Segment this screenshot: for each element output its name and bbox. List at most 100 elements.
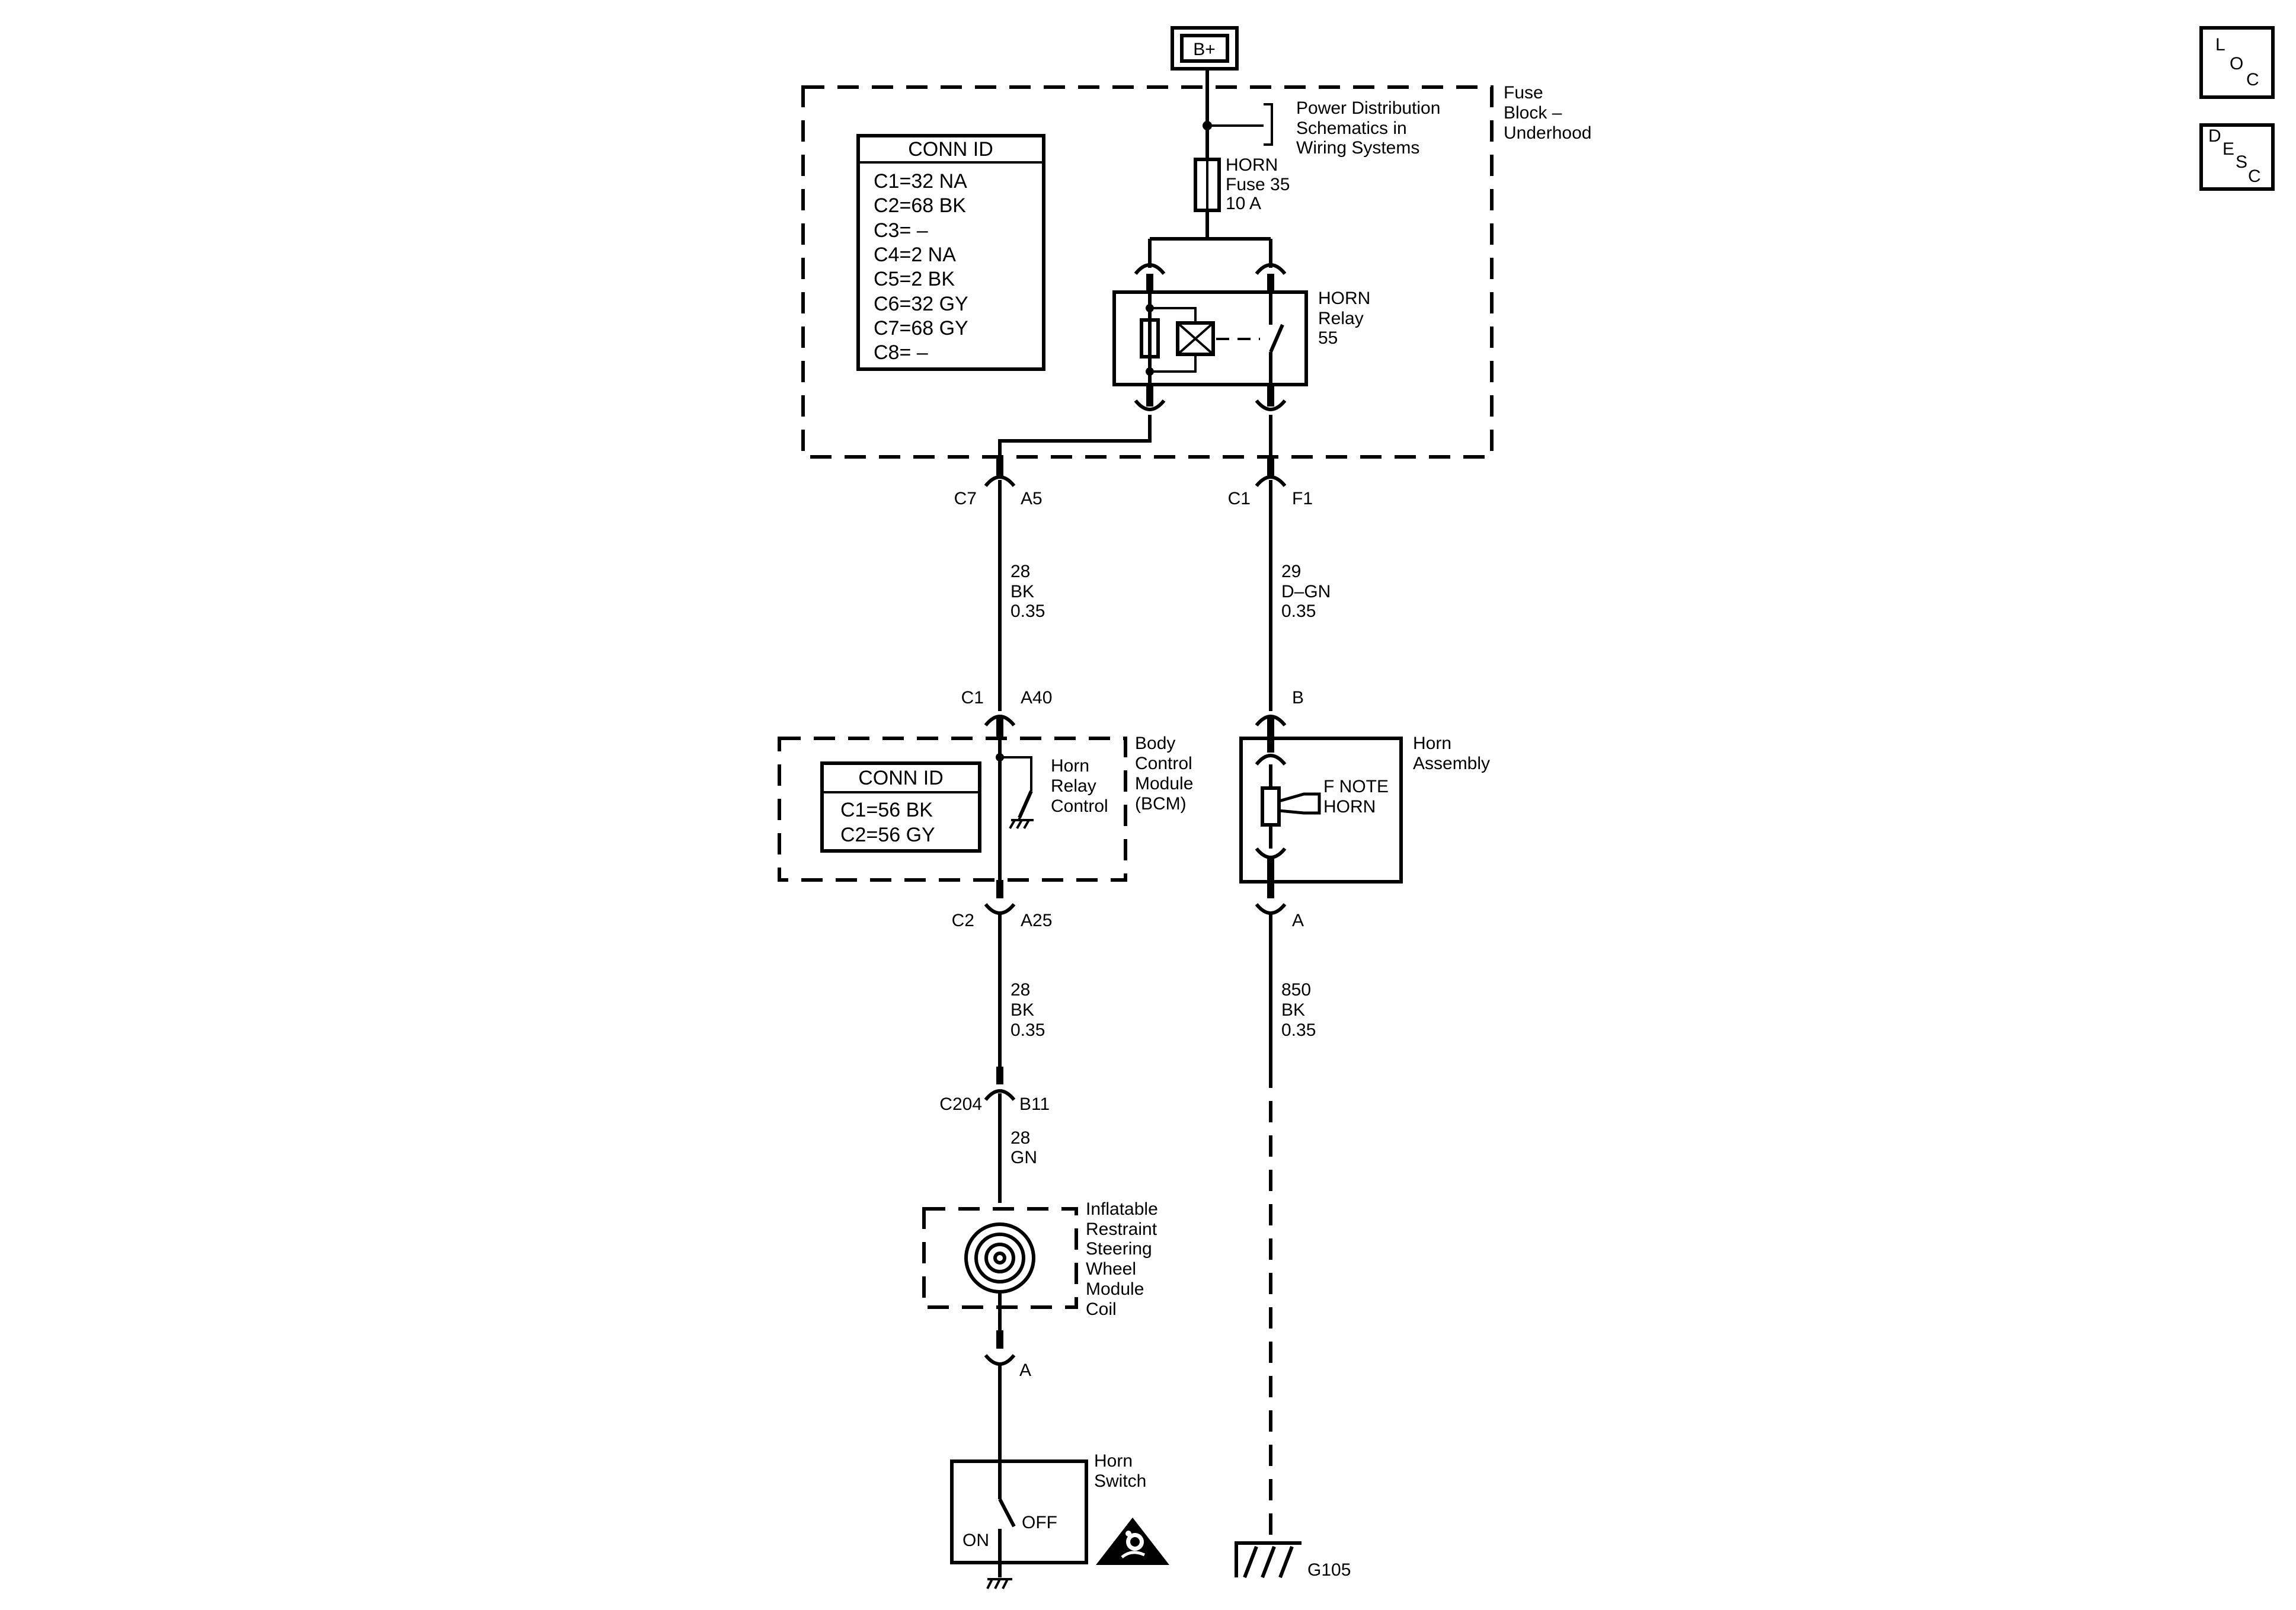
svg-text:HORN: HORN bbox=[1318, 289, 1370, 308]
horn-internal-hook bbox=[1255, 754, 1287, 766]
svg-text:C2: C2 bbox=[952, 911, 974, 930]
svg-text:0.35: 0.35 bbox=[1011, 601, 1045, 621]
svg-text:Relay: Relay bbox=[1051, 776, 1096, 796]
wire-label-28-gn: 28 GN bbox=[1011, 1128, 1037, 1167]
svg-text:C3= –: C3= – bbox=[874, 219, 928, 242]
svg-text:A5: A5 bbox=[1021, 489, 1043, 508]
connector-c1-a40 bbox=[984, 715, 1016, 726]
svg-text:Horn: Horn bbox=[1051, 756, 1089, 776]
svg-text:B: B bbox=[1292, 688, 1304, 708]
ground-label: G105 bbox=[1307, 1560, 1351, 1580]
battery-label: B+ bbox=[1193, 40, 1216, 59]
svg-text:Power Distribution: Power Distribution bbox=[1296, 98, 1440, 118]
relay-coil-output-wire bbox=[998, 415, 1152, 457]
relay-pin-hook bbox=[1134, 399, 1166, 411]
svg-text:C2=56 GY: C2=56 GY bbox=[840, 824, 935, 846]
svg-text:A: A bbox=[1019, 1361, 1031, 1380]
svg-text:L: L bbox=[2215, 35, 2225, 55]
svg-text:Fuse 35: Fuse 35 bbox=[1226, 175, 1290, 194]
relay-pin-hook bbox=[1255, 399, 1287, 411]
relay-switch-contact bbox=[1269, 324, 1284, 353]
svg-text:C1=56 BK: C1=56 BK bbox=[840, 799, 933, 821]
power-distribution-reference[interactable]: Power Distribution Schematics in Wiring … bbox=[1296, 98, 1440, 158]
svg-text:Restraint: Restraint bbox=[1086, 1219, 1157, 1239]
horn-relay-55 bbox=[1112, 290, 1308, 386]
svg-text:BK: BK bbox=[1011, 1000, 1034, 1020]
svg-text:Relay: Relay bbox=[1318, 309, 1364, 328]
svg-text:Switch: Switch bbox=[1094, 1471, 1146, 1491]
connector-c7-a5 bbox=[984, 475, 1016, 487]
svg-text:0.35: 0.35 bbox=[1281, 1020, 1316, 1040]
svg-text:28: 28 bbox=[1011, 1128, 1030, 1148]
horn-internal-hook bbox=[1255, 847, 1287, 859]
loc-button[interactable]: L O C bbox=[2199, 26, 2275, 99]
svg-text:C4=2 NA: C4=2 NA bbox=[874, 244, 956, 266]
fuse-block-boundary bbox=[801, 85, 1494, 459]
wire-label-850-bk: 850 BK 0.35 bbox=[1281, 980, 1316, 1040]
fuse-label: HORN Fuse 35 10 A bbox=[1226, 155, 1290, 213]
ground-g105 bbox=[1235, 1541, 1302, 1579]
svg-text:Block –: Block – bbox=[1504, 103, 1562, 123]
f-note-horn-label: F NOTE HORN bbox=[1323, 777, 1389, 817]
svg-text:29: 29 bbox=[1281, 562, 1301, 581]
svg-text:C: C bbox=[2248, 167, 2261, 186]
svg-text:Control: Control bbox=[1135, 754, 1192, 773]
connector-c2-a25 bbox=[984, 903, 1016, 915]
svg-text:ON: ON bbox=[962, 1531, 989, 1550]
svg-text:HORN: HORN bbox=[1226, 155, 1278, 175]
relay-coil-symbol bbox=[1176, 321, 1215, 356]
svg-text:Horn: Horn bbox=[1413, 734, 1451, 753]
svg-text:A25: A25 bbox=[1021, 911, 1052, 930]
svg-text:Wiring Systems: Wiring Systems bbox=[1296, 138, 1419, 158]
svg-text:A40: A40 bbox=[1021, 688, 1052, 708]
svg-text:E: E bbox=[2223, 139, 2234, 159]
svg-text:C: C bbox=[2246, 70, 2259, 89]
wire-label-28-bk-lower: 28 BK 0.35 bbox=[1011, 980, 1045, 1040]
relay-pin-hook bbox=[1134, 263, 1166, 275]
relay-label: HORN Relay 55 bbox=[1318, 289, 1370, 348]
svg-text:GN: GN bbox=[1011, 1148, 1037, 1167]
svg-text:Body: Body bbox=[1135, 734, 1175, 753]
horn-switch-contact bbox=[998, 1498, 1016, 1528]
connector-c204-b11 bbox=[984, 1089, 1016, 1101]
svg-text:BK: BK bbox=[1011, 582, 1034, 601]
svg-text:Module: Module bbox=[1135, 774, 1193, 793]
svg-text:F NOTE: F NOTE bbox=[1323, 777, 1389, 796]
ground-symbol bbox=[1009, 818, 1034, 829]
svg-text:Assembly: Assembly bbox=[1413, 754, 1490, 773]
svg-text:C7: C7 bbox=[954, 489, 977, 508]
connector-horn-b bbox=[1255, 715, 1287, 726]
horn-relay-control-label: Horn Relay Control bbox=[1051, 756, 1108, 816]
svg-text:55: 55 bbox=[1318, 328, 1338, 348]
battery-positive-terminal: B+ bbox=[1171, 26, 1239, 71]
connector-c1-f1 bbox=[1255, 475, 1287, 487]
svg-text:C2=68 BK: C2=68 BK bbox=[874, 194, 966, 217]
svg-text:Inflatable: Inflatable bbox=[1086, 1199, 1158, 1219]
svg-text:D–GN: D–GN bbox=[1281, 582, 1331, 601]
svg-text:C6=32 GY: C6=32 GY bbox=[874, 293, 968, 315]
bcm-conn-id-table: CONN ID C1=56 BK C2=56 GY bbox=[820, 761, 981, 853]
svg-text:A: A bbox=[1292, 911, 1304, 930]
svg-text:0.35: 0.35 bbox=[1281, 601, 1316, 621]
svg-text:Control: Control bbox=[1051, 796, 1108, 816]
svg-text:C7=68 GY: C7=68 GY bbox=[874, 317, 968, 340]
svg-text:CONN ID: CONN ID bbox=[858, 767, 944, 789]
svg-text:Underhood: Underhood bbox=[1504, 123, 1591, 143]
connector-horn-a bbox=[1255, 903, 1287, 915]
svg-text:28: 28 bbox=[1011, 562, 1030, 581]
horn-switch-label: Horn Switch bbox=[1094, 1451, 1146, 1491]
svg-text:28: 28 bbox=[1011, 980, 1030, 1000]
desc-button[interactable]: D E S C bbox=[2199, 123, 2275, 191]
horn-assembly bbox=[1239, 737, 1403, 884]
clockspring-coil-icon bbox=[964, 1222, 1035, 1294]
svg-text:O: O bbox=[2230, 54, 2243, 73]
svg-text:C8= –: C8= – bbox=[874, 341, 928, 364]
svg-text:C1: C1 bbox=[961, 688, 984, 708]
ground-symbol bbox=[986, 1578, 1012, 1589]
svg-text:OFF: OFF bbox=[1022, 1513, 1057, 1532]
bcm-label: Body Control Module (BCM) bbox=[1135, 734, 1193, 814]
svg-text:Horn: Horn bbox=[1094, 1451, 1133, 1471]
airbag-warning-icon bbox=[1096, 1518, 1169, 1565]
svg-text:C1: C1 bbox=[1228, 489, 1251, 508]
